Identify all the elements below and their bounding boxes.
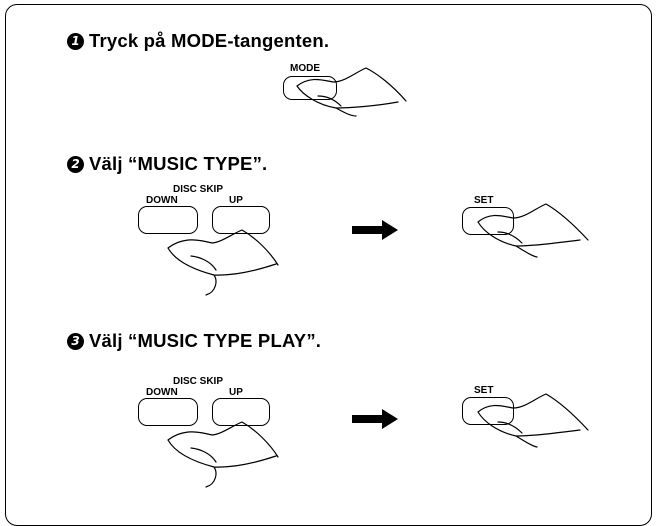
arrow-right-icon: [352, 220, 398, 240]
set-button[interactable]: [462, 397, 514, 425]
step-2-number: 2: [67, 155, 84, 173]
down-label: DOWN: [146, 195, 178, 206]
step-3-number: 3: [67, 332, 84, 350]
disc-skip-label: DISC SKIP: [173, 184, 224, 195]
step-3-text: Välj “MUSIC TYPE PLAY”.: [89, 330, 322, 351]
step-2-text: Välj “MUSIC TYPE”.: [89, 153, 268, 174]
set-label: SET: [474, 195, 494, 206]
step-3-heading: 3 Välj “MUSIC TYPE PLAY”.: [67, 330, 321, 352]
arrow-right-icon: [352, 409, 398, 429]
down-button[interactable]: [138, 206, 198, 234]
up-button[interactable]: [212, 206, 270, 234]
set-button[interactable]: [462, 207, 514, 235]
down-button[interactable]: [138, 398, 198, 426]
hand-press-icon: [477, 203, 589, 258]
step-2-heading: 2 Välj “MUSIC TYPE”.: [67, 153, 267, 175]
set-label: SET: [474, 385, 494, 396]
hand-press-icon: [167, 229, 279, 296]
up-label: UP: [229, 387, 243, 398]
hand-press-icon: [477, 393, 589, 448]
hand-press-icon: [167, 421, 279, 488]
up-label: UP: [229, 195, 243, 206]
up-button[interactable]: [212, 398, 270, 426]
mode-button-label: MODE: [290, 63, 320, 74]
step-1-number: 1: [67, 32, 84, 50]
step-1-heading: 1 Tryck på MODE-tangenten.: [67, 30, 329, 52]
disc-skip-label: DISC SKIP: [173, 376, 224, 387]
step-1-text: Tryck på MODE-tangenten.: [89, 30, 330, 51]
down-label: DOWN: [146, 387, 178, 398]
hand-press-icon: [296, 67, 407, 117]
